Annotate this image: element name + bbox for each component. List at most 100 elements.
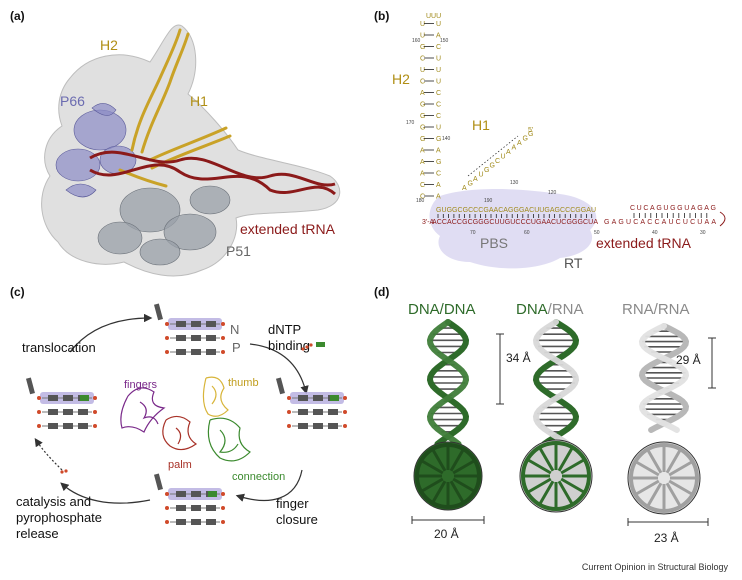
three-prime: 3'-A (422, 219, 435, 226)
ring-spoke (421, 459, 444, 475)
base (328, 423, 338, 429)
palm-label: palm (168, 459, 192, 471)
base (206, 349, 216, 355)
p-site-label: P (232, 340, 241, 355)
phosphate (343, 410, 347, 414)
ring-spoke (527, 477, 552, 494)
fingers-label: fingers (124, 379, 158, 391)
num-120: 120 (548, 190, 557, 196)
base (298, 409, 308, 415)
template-overhang (275, 377, 285, 395)
base (176, 349, 186, 355)
catalysis-line1: catalysis and (16, 494, 91, 509)
cycle-arrows (34, 313, 309, 504)
ring-spoke (538, 480, 555, 505)
base (191, 491, 201, 497)
phosphate (165, 506, 169, 510)
phosphate (221, 350, 225, 354)
phosphate (37, 424, 41, 428)
trna-label-b: extended tRNA (596, 235, 692, 251)
base (48, 395, 58, 401)
base (191, 519, 201, 525)
header-1-a: DNA (408, 301, 440, 318)
num-190: 190 (484, 198, 493, 204)
dntp-line1: dNTP (268, 322, 301, 337)
helix-ring (519, 439, 593, 513)
ring-outer (519, 439, 593, 513)
phosphate (221, 492, 225, 496)
ring-spoke (668, 460, 693, 477)
panel-a: (a) (10, 9, 341, 277)
base (298, 423, 308, 429)
base (63, 423, 73, 429)
ring-spoke (452, 459, 475, 475)
base (313, 409, 323, 415)
ring-spoke (449, 449, 465, 472)
finger-line2: closure (276, 512, 318, 527)
h1-label-b: H1 (472, 117, 490, 133)
p51-structure (97, 185, 231, 266)
ring-spoke (646, 449, 663, 474)
rt-ribbon-structure (120, 376, 251, 462)
five-prime: 5' (528, 127, 533, 134)
phosphate (165, 350, 169, 354)
rt-shadow (429, 189, 597, 269)
panel-d: (d) DNA/DNA DNA/RNA RNA/RNA (374, 285, 716, 545)
header-dna-dna: DNA/DNA (408, 301, 476, 318)
trna-bottom: GAGUCACCAUCUCUAA (604, 219, 716, 226)
base (206, 505, 216, 511)
helix (532, 319, 580, 447)
num-50: 50 (594, 230, 600, 236)
h1-label-a: H1 (190, 93, 208, 109)
phosphate (221, 506, 225, 510)
ring-spoke (668, 479, 693, 496)
ring-spoke (560, 477, 585, 494)
phosphate (287, 424, 291, 428)
dntp-line2: binding (268, 338, 310, 353)
ring-backbone (629, 443, 699, 513)
dna-pitch-label: 34 Å (506, 350, 531, 365)
phosphate (343, 424, 347, 428)
ring-spoke (635, 479, 660, 496)
template-overhang (153, 303, 163, 321)
header-3-sep: / (654, 301, 659, 318)
num-30: 30 (700, 230, 706, 236)
pbs-label: PBS (480, 235, 508, 251)
ring-outer (627, 441, 701, 515)
backbone-1 (426, 319, 470, 447)
pyrophosphate-icon (60, 469, 68, 474)
trna-tail: CUCAGUGGUAGAG (630, 205, 716, 212)
base (176, 519, 186, 525)
incoming-nucleotide (208, 491, 217, 497)
ring-spoke (560, 458, 585, 475)
base (191, 349, 201, 355)
header-3-a: RNA (622, 301, 654, 318)
replication-complexes (25, 303, 347, 525)
backbone-2 (532, 319, 580, 447)
num-40: 40 (652, 230, 658, 236)
base (63, 395, 73, 401)
header-1-sep: / (440, 301, 445, 318)
trna-label-a: extended tRNA (240, 221, 336, 237)
phosphate (343, 396, 347, 400)
backbone-1 (532, 319, 580, 447)
ring-spoke (431, 480, 447, 503)
phosphate (93, 424, 97, 428)
base (298, 395, 308, 401)
base (206, 335, 216, 341)
incoming-nucleotide (80, 395, 89, 401)
ring-backbone (415, 443, 481, 509)
complex-schematic (25, 377, 97, 429)
dntp-icon (301, 342, 325, 351)
phosphate (93, 410, 97, 414)
panel-b-label: (b) (374, 9, 389, 23)
n-site-label: N (230, 322, 239, 337)
base (78, 423, 88, 429)
panel-a-label: (a) (10, 9, 25, 23)
num-160: 160 (412, 38, 421, 44)
finger-line1: finger (276, 496, 309, 511)
h1-sequence: AGAUGGCUAAAGG (462, 131, 533, 192)
